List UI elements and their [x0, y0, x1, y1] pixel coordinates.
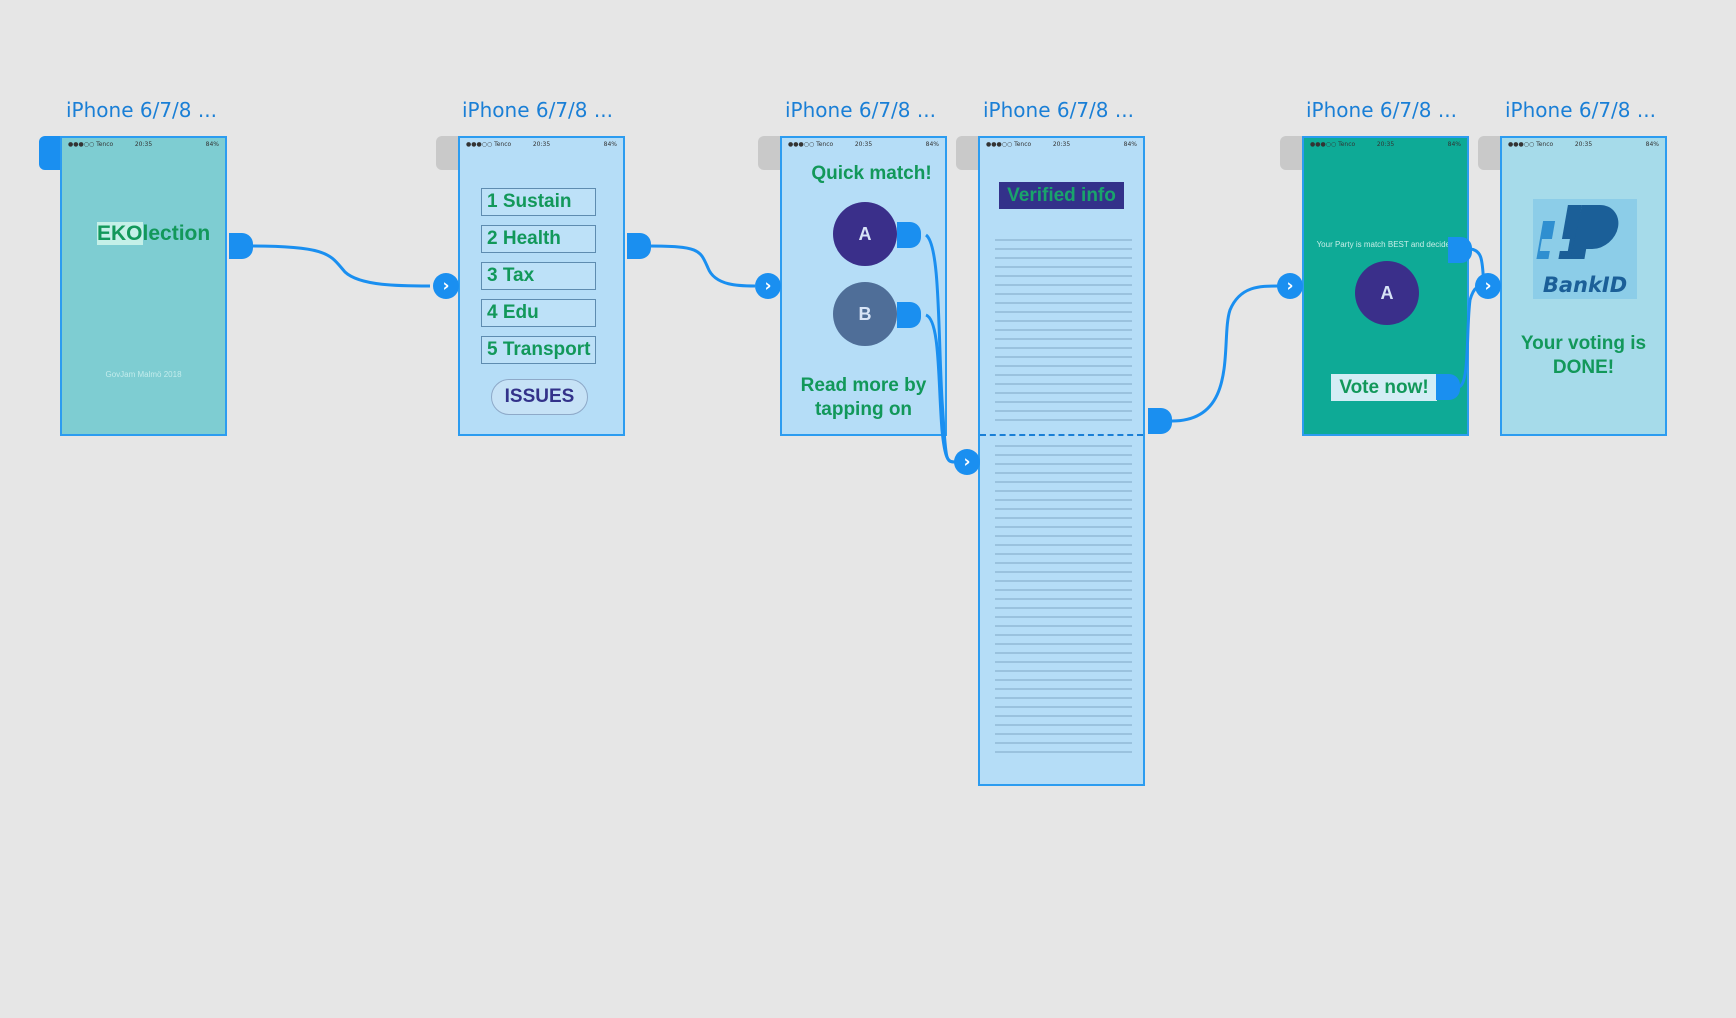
link-handle[interactable]	[897, 302, 921, 328]
footer-credit: GovJam Malmö 2018	[105, 370, 182, 379]
battery-text: 84%	[1645, 140, 1659, 148]
artboard-title[interactable]: iPhone 6/7/8 ...	[785, 98, 936, 122]
matched-party-badge: A	[1355, 261, 1419, 325]
read-more-line: Read more by	[800, 375, 927, 396]
carrier-text: ●●●○○ Tenco	[788, 140, 834, 148]
link-handle[interactable]	[627, 233, 651, 259]
battery-text: 84%	[925, 140, 939, 148]
link-path[interactable]	[249, 244, 431, 288]
clock-text: 20:35	[1376, 140, 1395, 148]
carrier-text: ●●●○○ Tenco	[986, 140, 1032, 148]
placeholder-text-lines	[995, 239, 1132, 753]
artboard-issues[interactable]: ●●●○○ Tenco 20:35 84% 1 Sustain 2 Health…	[458, 136, 625, 436]
home-screen-marker[interactable]	[758, 136, 784, 170]
home-screen-marker[interactable]	[436, 136, 462, 170]
logo-highlight: EKO	[97, 222, 143, 245]
battery-text: 84%	[1447, 140, 1461, 148]
issue-item[interactable]: 3 Tax	[481, 262, 596, 290]
link-handle[interactable]	[229, 233, 253, 259]
chevron-right-icon[interactable]: ›	[1277, 273, 1303, 299]
link-path[interactable]	[1171, 284, 1279, 423]
clock-text: 20:35	[1574, 140, 1593, 148]
link-path[interactable]	[647, 244, 756, 288]
app-logo: EKOlection	[97, 222, 210, 246]
link-handle[interactable]	[1148, 408, 1172, 434]
done-line: Your voting is	[1520, 333, 1647, 354]
artboard-done[interactable]: ●●●○○ Tenco 20:35 84% BankID Your voting…	[1500, 136, 1667, 436]
issues-button[interactable]: ISSUES	[491, 379, 588, 415]
battery-text: 84%	[205, 140, 219, 148]
status-bar: ●●●○○ Tenco 20:35 84%	[980, 138, 1143, 150]
clock-text: 20:35	[134, 140, 153, 148]
issue-item[interactable]: 1 Sustain	[481, 188, 596, 216]
chevron-right-icon[interactable]: ›	[433, 273, 459, 299]
artboard-verified-info[interactable]: ●●●○○ Tenco 20:35 84% Verified info	[978, 136, 1145, 786]
party-b-button[interactable]: B	[833, 282, 897, 346]
clock-text: 20:35	[532, 140, 551, 148]
verified-info-heading: Verified info	[999, 182, 1124, 209]
carrier-text: ●●●○○ Tenco	[68, 140, 114, 148]
fold-line	[980, 434, 1143, 436]
home-screen-marker[interactable]	[956, 136, 982, 170]
artboard-quick-match[interactable]: ●●●○○ Tenco 20:35 84% Quick match! A B R…	[780, 136, 947, 436]
voting-done-message: Your voting is DONE!	[1502, 332, 1665, 380]
status-bar: ●●●○○ Tenco 20:35 84%	[1502, 138, 1665, 150]
carrier-text: ●●●○○ Tenco	[466, 140, 512, 148]
done-line: DONE!	[1552, 357, 1615, 378]
bankid-wordmark: BankID	[1542, 273, 1628, 297]
quick-match-title: Quick match!	[811, 163, 932, 184]
carrier-text: ●●●○○ Tenco	[1310, 140, 1356, 148]
chevron-right-icon[interactable]: ›	[755, 273, 781, 299]
artboard-result[interactable]: ●●●○○ Tenco 20:35 84% Your Party is matc…	[1302, 136, 1469, 436]
artboard-title[interactable]: iPhone 6/7/8 ...	[66, 98, 217, 122]
artboard-title[interactable]: iPhone 6/7/8 ...	[983, 98, 1134, 122]
status-bar: ●●●○○ Tenco 20:35 84%	[1304, 138, 1467, 150]
match-result-text: Your Party is match BEST and decided	[1316, 240, 1455, 249]
artboard-title[interactable]: iPhone 6/7/8 ...	[1306, 98, 1457, 122]
home-screen-marker[interactable]	[1478, 136, 1504, 170]
vote-now-button[interactable]: Vote now!	[1331, 374, 1437, 401]
link-handle[interactable]	[1448, 237, 1472, 263]
issue-item[interactable]: 5 Transport	[481, 336, 596, 364]
link-handle[interactable]	[897, 222, 921, 248]
status-bar: ●●●○○ Tenco 20:35 84%	[782, 138, 945, 150]
bankid-mark-icon	[1536, 205, 1619, 259]
issue-item[interactable]: 4 Edu	[481, 299, 596, 327]
clock-text: 20:35	[1052, 140, 1071, 148]
clock-text: 20:35	[854, 140, 873, 148]
party-a-button[interactable]: A	[833, 202, 897, 266]
battery-text: 84%	[603, 140, 617, 148]
status-bar: ●●●○○ Tenco 20:35 84%	[62, 138, 225, 150]
issue-item[interactable]: 2 Health	[481, 225, 596, 253]
chevron-right-icon[interactable]: ›	[1475, 273, 1501, 299]
battery-text: 84%	[1123, 140, 1137, 148]
carrier-text: ●●●○○ Tenco	[1508, 140, 1554, 148]
read-more-line: tapping on	[814, 399, 913, 420]
artboard-title[interactable]: iPhone 6/7/8 ...	[462, 98, 613, 122]
chevron-right-icon[interactable]: ›	[954, 449, 980, 475]
home-screen-marker[interactable]	[1280, 136, 1306, 170]
link-handle[interactable]	[1436, 374, 1460, 400]
bankid-logo: BankID	[1533, 199, 1637, 299]
artboard-title[interactable]: iPhone 6/7/8 ...	[1505, 98, 1656, 122]
read-more-hint: Read more by tapping on	[782, 374, 945, 422]
artboard-splash[interactable]: ●●●○○ Tenco 20:35 84% EKOlection GovJam …	[60, 136, 227, 436]
logo-rest: lection	[142, 222, 211, 245]
status-bar: ●●●○○ Tenco 20:35 84%	[460, 138, 623, 150]
